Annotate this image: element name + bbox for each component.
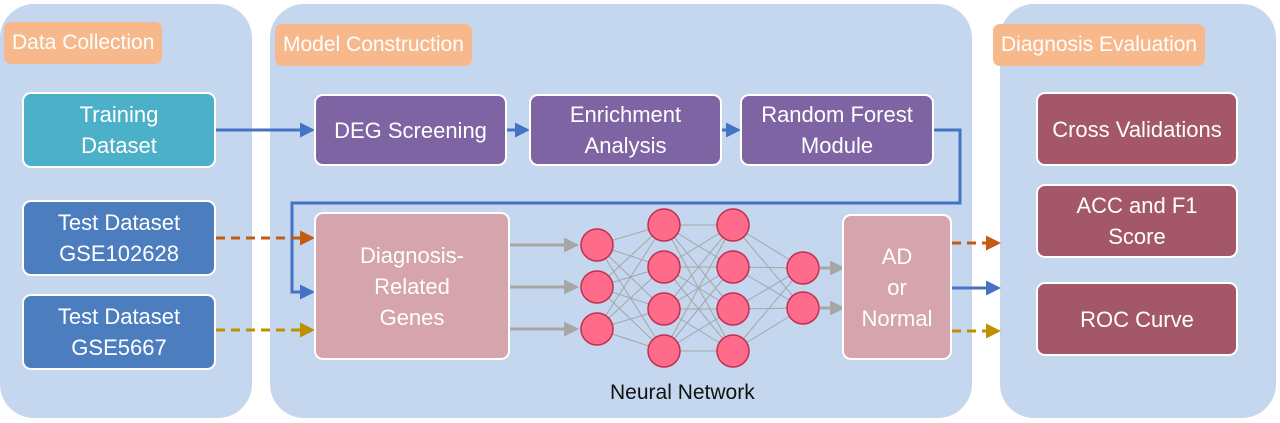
data-collection-title: Data Collection (4, 22, 163, 64)
nn-edge-1-2-0 (663, 224, 734, 310)
random-forest-module-box: Random Forest Module (740, 94, 934, 166)
ad-or-normal-box: AD or Normal (842, 214, 952, 360)
nn-node-layer0-1 (580, 270, 614, 304)
nn-node-layer2-1 (716, 250, 750, 284)
nn-node-layer2-0 (716, 208, 750, 242)
deg-screening-box: DEG Screening (314, 94, 507, 166)
nn-node-layer1-1 (647, 250, 681, 284)
nn-node-layer2-2 (716, 292, 750, 326)
nn-node-layer1-0 (647, 208, 681, 242)
nn-node-layer1-3 (647, 334, 681, 368)
nn-node-layer0-2 (580, 312, 614, 346)
neural-network-label: Neural Network (610, 381, 755, 404)
nn-node-layer1-2 (647, 292, 681, 326)
training-dataset-box: Training Dataset (22, 92, 216, 168)
roc-curve-box: ROC Curve (1036, 282, 1238, 356)
nn-edge-2-3-0 (732, 267, 804, 352)
nn-node-layer0-0 (580, 228, 614, 262)
neural-network-nodes (580, 208, 820, 368)
nn-edge-2-0-1 (732, 224, 804, 309)
nn-edge-1-3-1 (663, 266, 734, 352)
nn-edge-0-2-0 (596, 224, 665, 330)
nn-edge-1-3-0 (663, 224, 734, 352)
enrichment-analysis-box: Enrichment Analysis (529, 94, 722, 166)
test-dataset-gse5667-box: Test Dataset GSE5667 (22, 294, 216, 370)
neural-network-edges (596, 224, 804, 352)
arrow-rf-to-genes (290, 128, 962, 300)
diagnosis-related-genes-box: Diagnosis- Related Genes (314, 212, 510, 360)
test-dataset-gse102628-box: Test Dataset GSE102628 (22, 200, 216, 276)
nn-node-layer3-0 (786, 251, 820, 285)
nn-node-layer2-3 (716, 334, 750, 368)
acc-and-f1-score-box: ACC and F1 Score (1036, 184, 1238, 258)
nn-node-layer3-1 (786, 291, 820, 325)
cross-validations-box: Cross Validations (1036, 92, 1238, 166)
model-construction-title: Model Construction (275, 24, 472, 66)
diagnosis-evaluation-title: Diagnosis Evaluation (993, 24, 1206, 66)
